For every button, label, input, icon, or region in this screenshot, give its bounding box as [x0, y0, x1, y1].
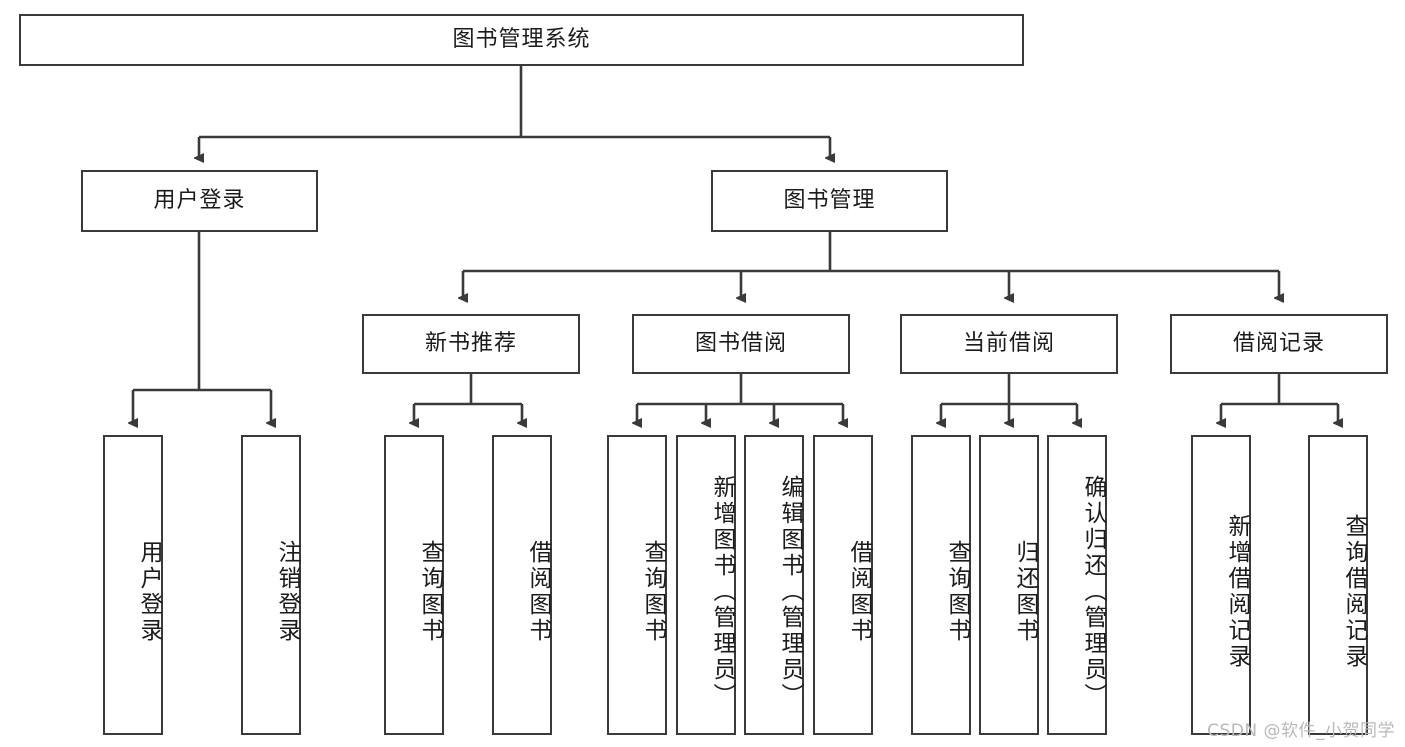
- node-leaf-borrow-book-1-label: 借阅图书: [525, 540, 551, 644]
- csdn-watermark: CSDN @软件_小贺同学: [1207, 721, 1395, 741]
- node-leaf-user-login-label: 用户登录: [136, 540, 162, 644]
- node-leaf-add-borrow-record-label: 新增借阅记录: [1224, 514, 1250, 670]
- node-leaf-logout-login-label: 注销登录: [274, 540, 300, 644]
- node-book-manage-label: 图书管理: [783, 187, 876, 213]
- node-leaf-confirm-return[interactable]: 确认归还（管理员）: [1047, 435, 1107, 735]
- node-leaf-query-book-3[interactable]: 查询图书: [911, 435, 971, 735]
- node-borrow-record-label: 借阅记录: [1232, 330, 1325, 356]
- node-current-borrow-label: 当前借阅: [962, 330, 1055, 356]
- node-new-book-recommend-label: 新书推荐: [424, 330, 517, 356]
- node-new-book-recommend[interactable]: 新书推荐: [362, 314, 580, 374]
- node-leaf-logout-login[interactable]: 注销登录: [241, 435, 301, 735]
- node-leaf-query-book-2[interactable]: 查询图书: [607, 435, 667, 735]
- node-leaf-add-borrow-record[interactable]: 新增借阅记录: [1191, 435, 1251, 735]
- node-root[interactable]: 图书管理系统: [19, 14, 1024, 66]
- node-borrow-record[interactable]: 借阅记录: [1170, 314, 1388, 374]
- node-leaf-edit-book[interactable]: 编辑图书（管理员）: [744, 435, 804, 735]
- node-leaf-confirm-return-label: 确认归还（管理员）: [1080, 475, 1106, 709]
- node-leaf-query-book-1-label: 查询图书: [417, 540, 443, 644]
- node-leaf-query-book-1[interactable]: 查询图书: [384, 435, 444, 735]
- node-leaf-edit-book-label: 编辑图书（管理员）: [777, 475, 803, 709]
- node-book-borrow[interactable]: 图书借阅: [632, 314, 850, 374]
- node-leaf-user-login[interactable]: 用户登录: [103, 435, 163, 735]
- node-user-login-label: 用户登录: [153, 187, 246, 213]
- node-leaf-query-borrow-record[interactable]: 查询借阅记录: [1308, 435, 1368, 735]
- node-user-login[interactable]: 用户登录: [81, 170, 318, 232]
- node-leaf-query-book-2-label: 查询图书: [640, 540, 666, 644]
- node-current-borrow[interactable]: 当前借阅: [900, 314, 1118, 374]
- node-leaf-add-book-label: 新增图书（管理员）: [709, 475, 735, 709]
- node-leaf-query-book-3-label: 查询图书: [944, 540, 970, 644]
- node-leaf-borrow-book-1[interactable]: 借阅图书: [492, 435, 552, 735]
- node-book-borrow-label: 图书借阅: [694, 330, 787, 356]
- node-leaf-borrow-book-2-label: 借阅图书: [846, 540, 872, 644]
- node-book-manage[interactable]: 图书管理: [711, 170, 948, 232]
- node-leaf-query-borrow-record-label: 查询借阅记录: [1341, 514, 1367, 670]
- node-leaf-borrow-book-2[interactable]: 借阅图书: [813, 435, 873, 735]
- node-root-label: 图书管理系统: [452, 26, 591, 52]
- node-leaf-return-book[interactable]: 归还图书: [979, 435, 1039, 735]
- node-leaf-add-book[interactable]: 新增图书（管理员）: [676, 435, 736, 735]
- node-leaf-return-book-label: 归还图书: [1012, 540, 1038, 644]
